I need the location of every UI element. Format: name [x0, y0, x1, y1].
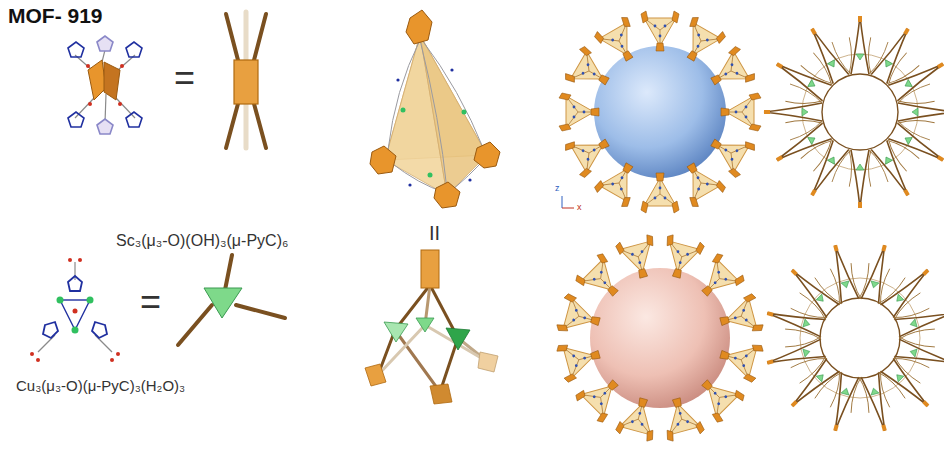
equals-sign: II: [429, 222, 440, 244]
formula-label: Cu₃(μ₃-O)(μ-PyC)₃(H₂O)₃: [16, 378, 185, 395]
axis-label: x: [577, 203, 582, 213]
equals-sign: =: [174, 58, 195, 98]
formula-label: Sc₃(μ₃-O)(OH)₃(μ-PyC)₆: [116, 232, 288, 250]
equals-sign: =: [140, 282, 161, 322]
figure-title: MOF- 919: [8, 4, 103, 27]
axis-label: z: [555, 184, 560, 194]
